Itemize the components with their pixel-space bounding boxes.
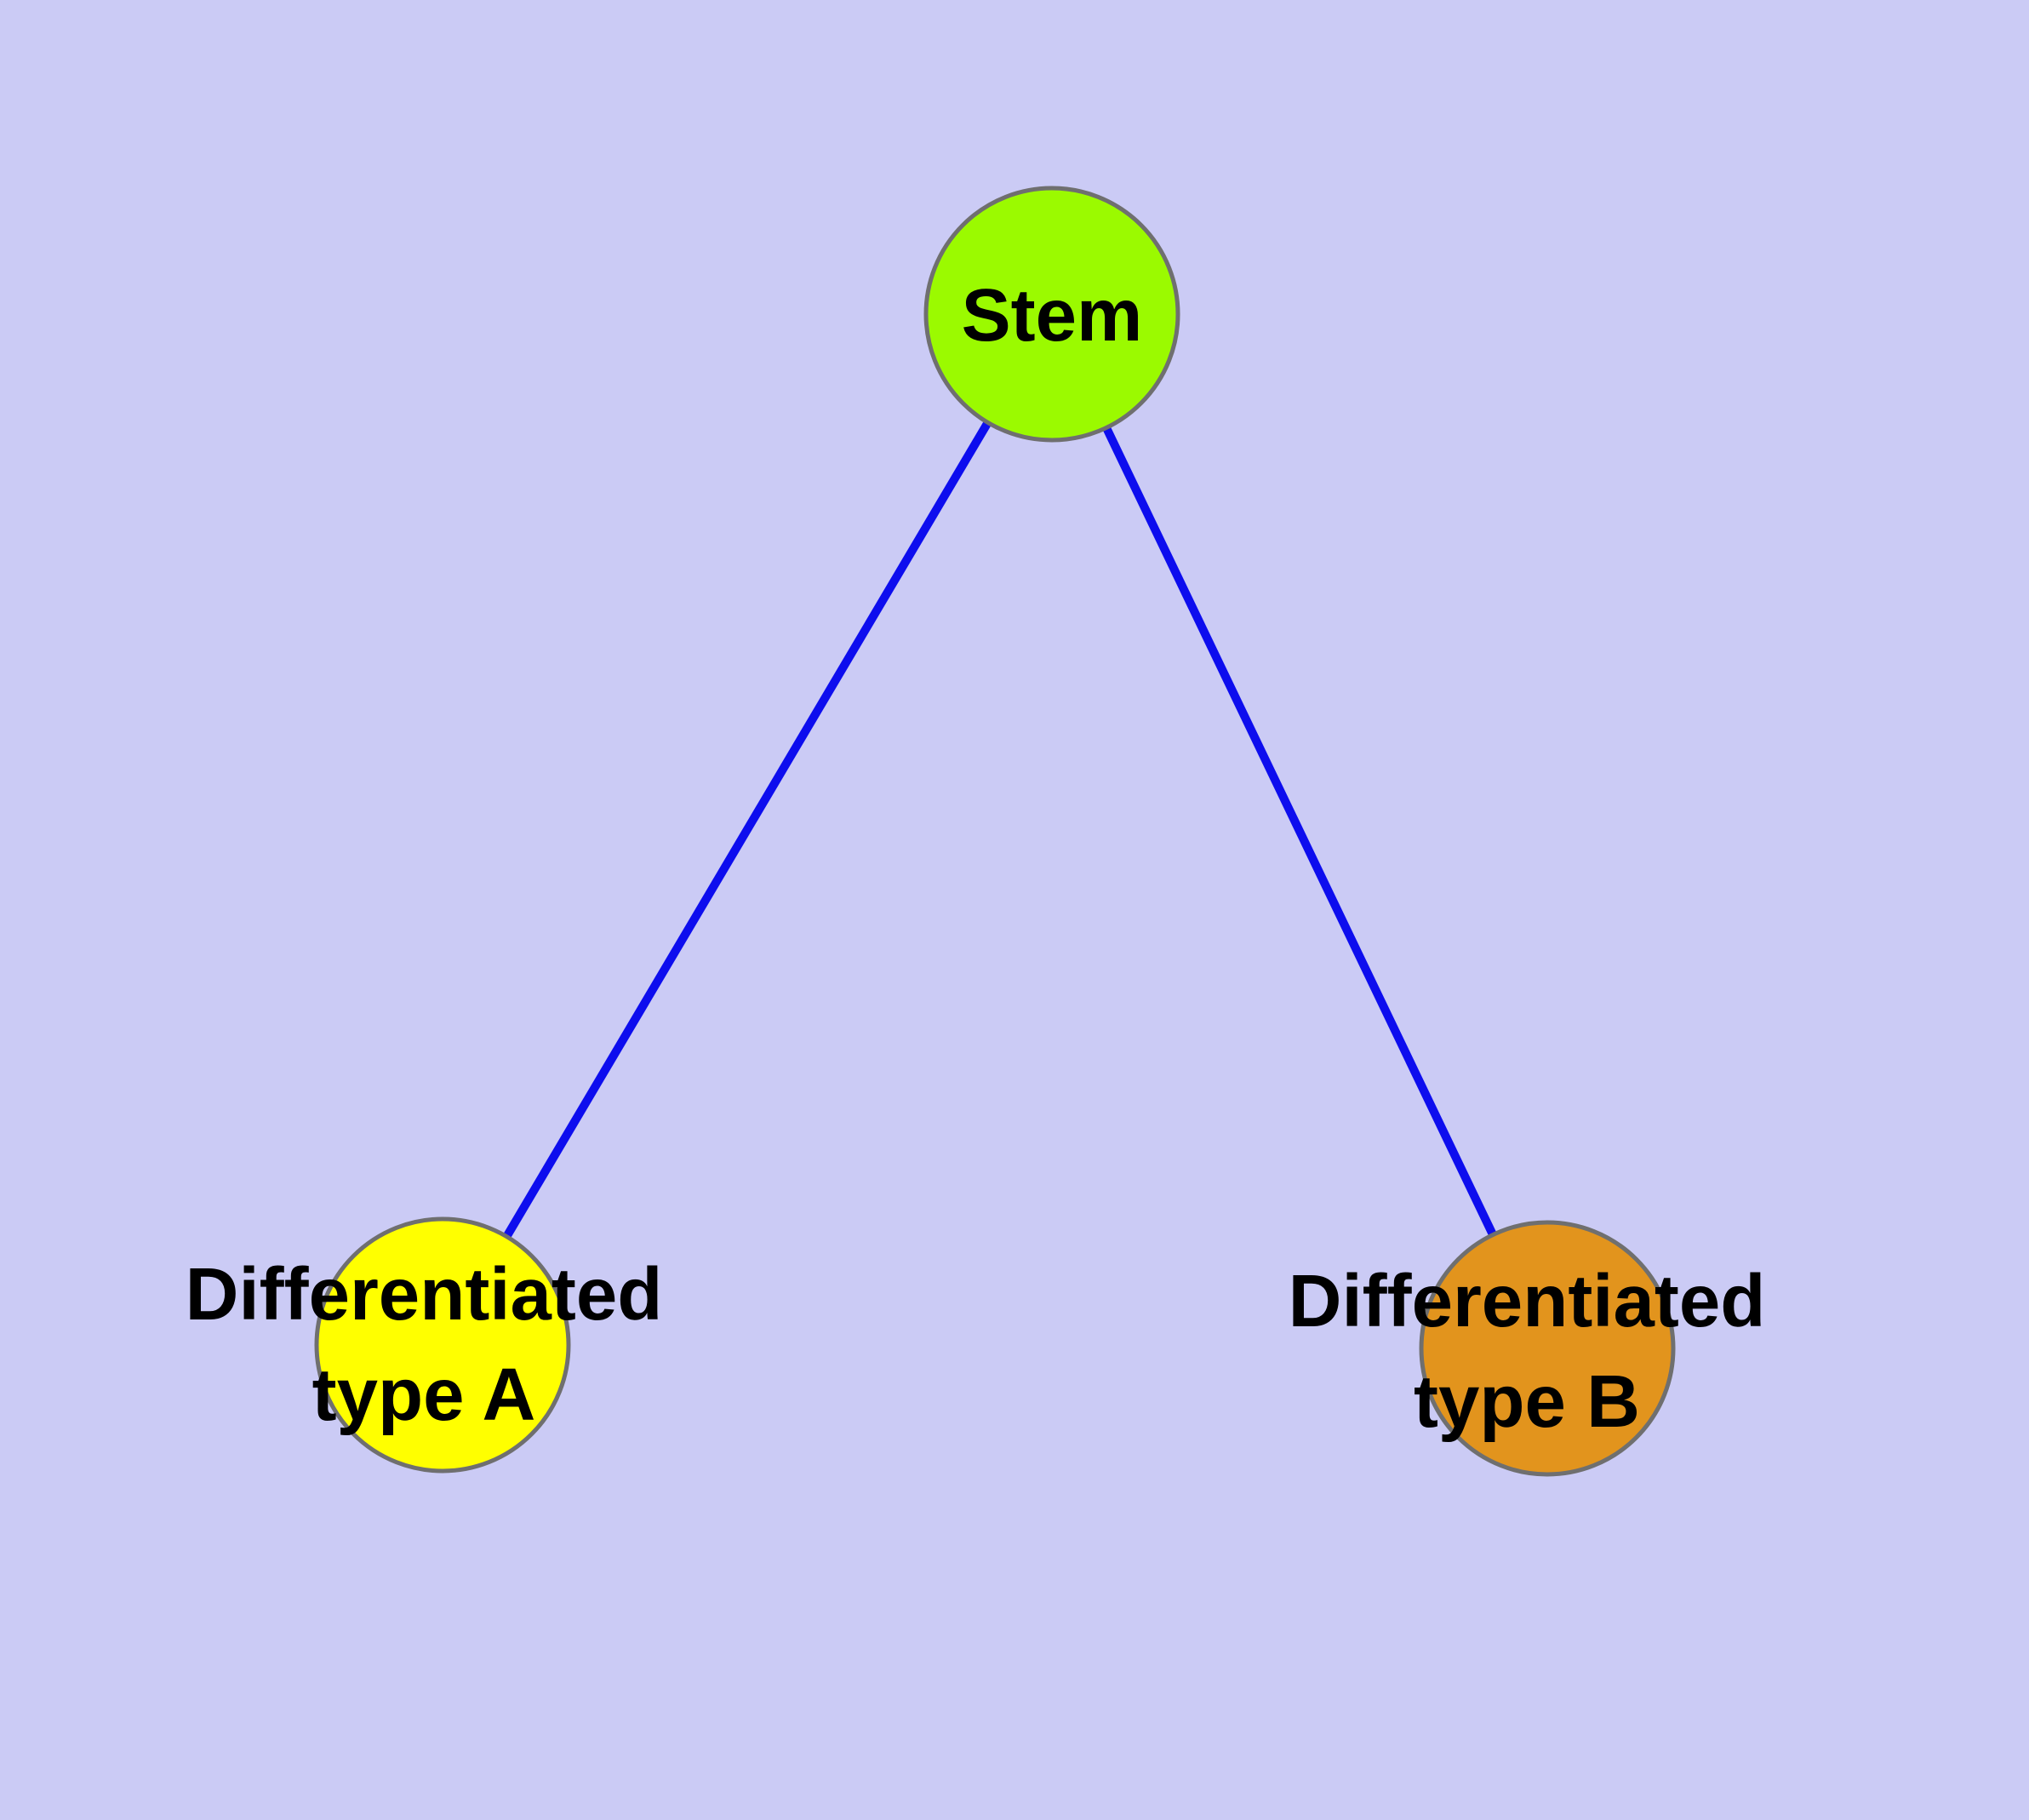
edge-stem-to-type-a (438, 312, 1056, 1348)
edge-stem-to-type-b (1048, 312, 1552, 1351)
label-layer: Stem Differentiated type A Differentiate… (186, 274, 1766, 1443)
node-differentiated-type-a (314, 1216, 571, 1474)
node-type-b-label-line1: Differentiated (1289, 1260, 1766, 1342)
node-differentiated-type-b (1419, 1220, 1676, 1477)
node-stem (923, 186, 1180, 443)
edge-layer (438, 312, 1552, 1351)
node-type-a-label-line2: type A (312, 1354, 536, 1436)
node-type-b-label-line2: type B (1414, 1360, 1640, 1443)
node-layer (314, 186, 1676, 1477)
node-stem-label: Stem (962, 274, 1143, 357)
node-type-a-label-line1: Differentiated (186, 1253, 663, 1336)
